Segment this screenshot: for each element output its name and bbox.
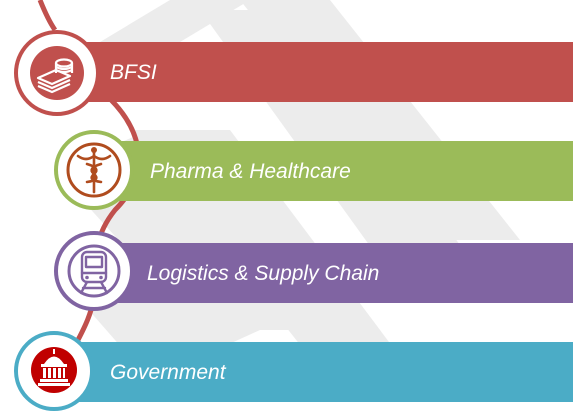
caduceus-icon xyxy=(66,142,122,198)
badge-pharma-healthcare xyxy=(54,130,134,210)
coin-stack-icon xyxy=(30,46,84,100)
band-label-pharma-healthcare: Pharma & Healthcare xyxy=(150,160,351,183)
band-label-bfsi: BFSI xyxy=(110,61,157,84)
band-bfsi: BFSI xyxy=(60,42,573,102)
government-building-icon xyxy=(31,347,77,393)
band-label-logistics-supply-chain: Logistics & Supply Chain xyxy=(147,262,380,285)
badge-logistics-supply-chain xyxy=(54,231,134,311)
badge-bfsi xyxy=(14,30,100,116)
band-label-government: Government xyxy=(110,361,226,384)
band-pharma-healthcare: Pharma & Healthcare xyxy=(95,141,573,201)
band-government: Government xyxy=(55,342,573,402)
badge-government xyxy=(14,331,94,411)
band-logistics-supply-chain: Logistics & Supply Chain xyxy=(95,243,573,303)
train-icon xyxy=(67,244,121,298)
